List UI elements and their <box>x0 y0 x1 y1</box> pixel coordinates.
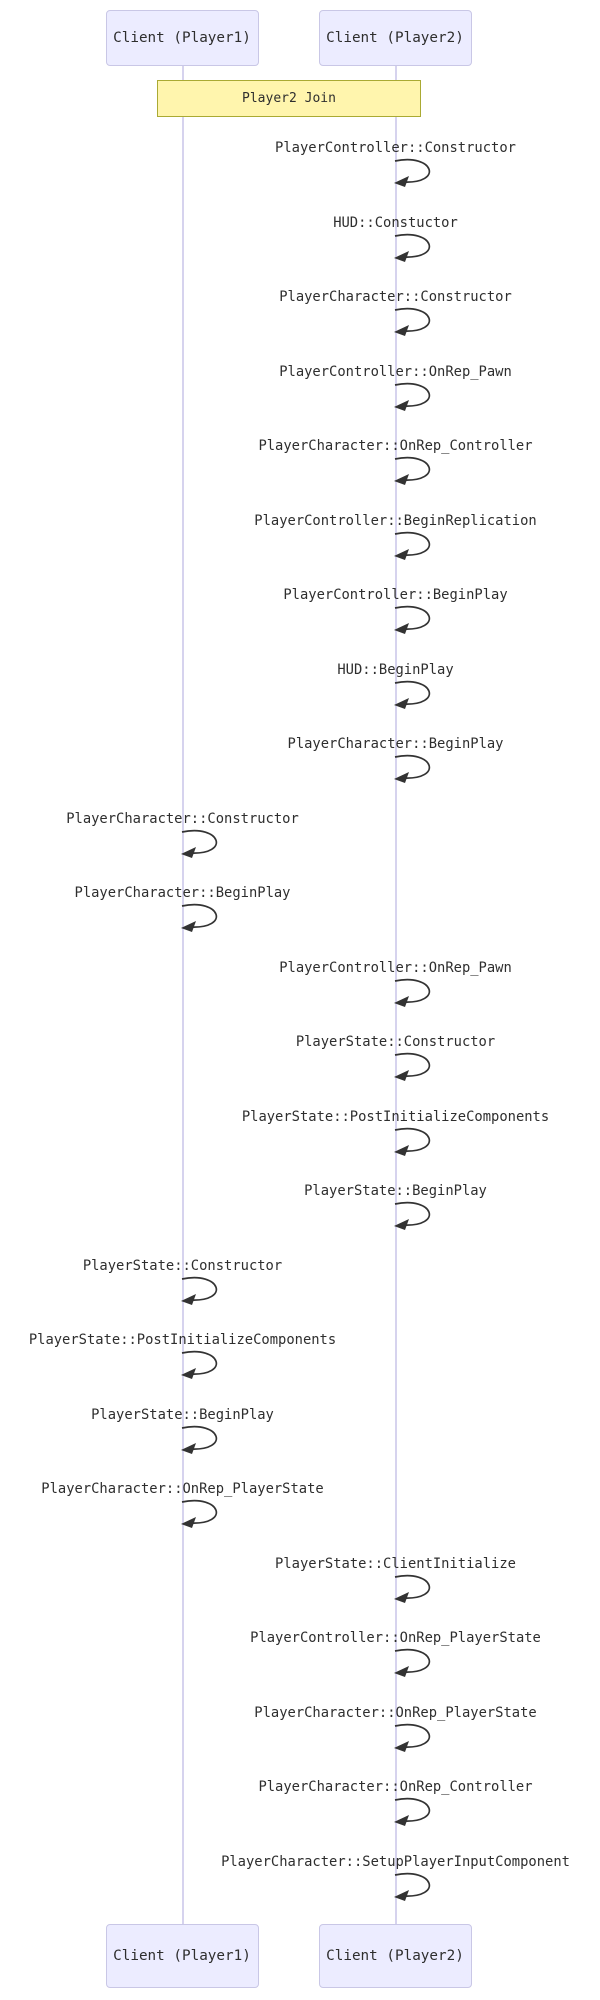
note-label: Player2 Join <box>242 91 336 106</box>
message-label: PlayerController::OnRep_Pawn <box>279 959 512 976</box>
lifeline-player2 <box>394 66 397 1924</box>
message-label: PlayerState::PostInitializeComponents <box>28 1332 337 1348</box>
message-label: PlayerCharacter::BeginPlay <box>287 736 504 752</box>
self-call-arrow-icon <box>181 1496 233 1532</box>
message-label: HUD::BeginPlay <box>337 661 454 678</box>
self-call-arrow-icon <box>394 1645 446 1681</box>
message-label: PlayerState::Constructor <box>295 1034 496 1050</box>
actor-player2-top: Client (Player2) <box>318 10 472 66</box>
self-call-arrow-icon <box>394 1869 446 1905</box>
message-label: PlayerCharacter::OnRep_PlayerState <box>254 1704 537 1721</box>
message-label: PlayerState::BeginPlay <box>91 1406 274 1423</box>
message-label: PlayerCharacter::OnRep_Controller <box>258 438 533 454</box>
self-call-arrow-icon <box>394 602 446 638</box>
actor-player1-label: Client (Player1) <box>113 30 251 46</box>
actor-player2-label-bottom: Client (Player2) <box>326 1948 464 1964</box>
self-call-arrow-icon <box>394 155 446 191</box>
note-player2-join: Player2 Join <box>157 80 421 117</box>
self-call-arrow-icon <box>181 1422 233 1458</box>
self-call-arrow-icon <box>181 826 233 862</box>
message-label: PlayerState::ClientInitialize <box>275 1555 516 1572</box>
message-label: PlayerState::PostInitializeComponents <box>241 1108 550 1125</box>
message-label: PlayerState::Constructor <box>82 1257 283 1274</box>
actor-player2-bottom: Client (Player2) <box>318 1924 472 1988</box>
self-call-arrow-icon <box>394 1720 446 1756</box>
self-call-arrow-icon <box>394 453 446 489</box>
message-label: PlayerController::OnRep_PlayerState <box>250 1630 541 1646</box>
message-label: PlayerCharacter::Constructor <box>279 289 512 305</box>
message-label: PlayerState::BeginPlay <box>304 1183 487 1199</box>
actor-player1-bottom: Client (Player1) <box>105 1924 259 1988</box>
self-call-arrow-icon <box>394 528 446 564</box>
self-call-arrow-icon <box>394 975 446 1011</box>
self-call-arrow-icon <box>181 1273 233 1309</box>
message-label: HUD::Constuctor <box>333 214 458 231</box>
actor-player1-top: Client (Player1) <box>105 10 259 66</box>
self-call-arrow-icon <box>394 304 446 340</box>
actor-player2-label: Client (Player2) <box>326 30 464 46</box>
message-label: PlayerCharacter::SetupPlayerInputCompone… <box>221 1853 570 1870</box>
message-label: PlayerCharacter::OnRep_Controller <box>258 1779 533 1795</box>
lifeline-player1 <box>181 66 184 1924</box>
self-call-arrow-icon <box>394 1794 446 1830</box>
message-label: PlayerController::OnRep_Pawn <box>279 363 512 380</box>
self-call-arrow-icon <box>394 379 446 415</box>
self-call-arrow-icon <box>394 677 446 713</box>
message-label: PlayerController::BeginPlay <box>283 587 508 603</box>
message-label: PlayerCharacter::BeginPlay <box>74 885 291 901</box>
self-call-arrow-icon <box>181 900 233 936</box>
self-call-arrow-icon <box>181 1347 233 1383</box>
self-call-arrow-icon <box>394 230 446 266</box>
actor-player1-label-bottom: Client (Player1) <box>113 1948 251 1964</box>
self-call-arrow-icon <box>394 1198 446 1234</box>
self-call-arrow-icon <box>394 1049 446 1085</box>
message-label: PlayerController::Constructor <box>275 140 516 156</box>
message-label: PlayerCharacter::OnRep_PlayerState <box>41 1481 324 1497</box>
self-call-arrow-icon <box>394 1571 446 1607</box>
message-label: PlayerController::BeginReplication <box>254 512 537 529</box>
self-call-arrow-icon <box>394 1124 446 1160</box>
message-label: PlayerCharacter::Constructor <box>66 810 299 827</box>
self-call-arrow-icon <box>394 751 446 787</box>
